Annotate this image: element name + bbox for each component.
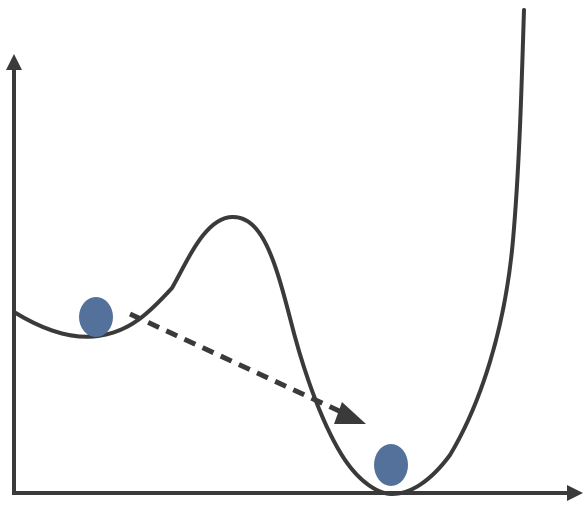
global-minimum-ball (374, 444, 408, 486)
energy-curve (12, 8, 526, 496)
local-minimum-ball (79, 297, 113, 337)
transition-arrow (128, 311, 352, 419)
transition-arrowhead (334, 402, 366, 424)
